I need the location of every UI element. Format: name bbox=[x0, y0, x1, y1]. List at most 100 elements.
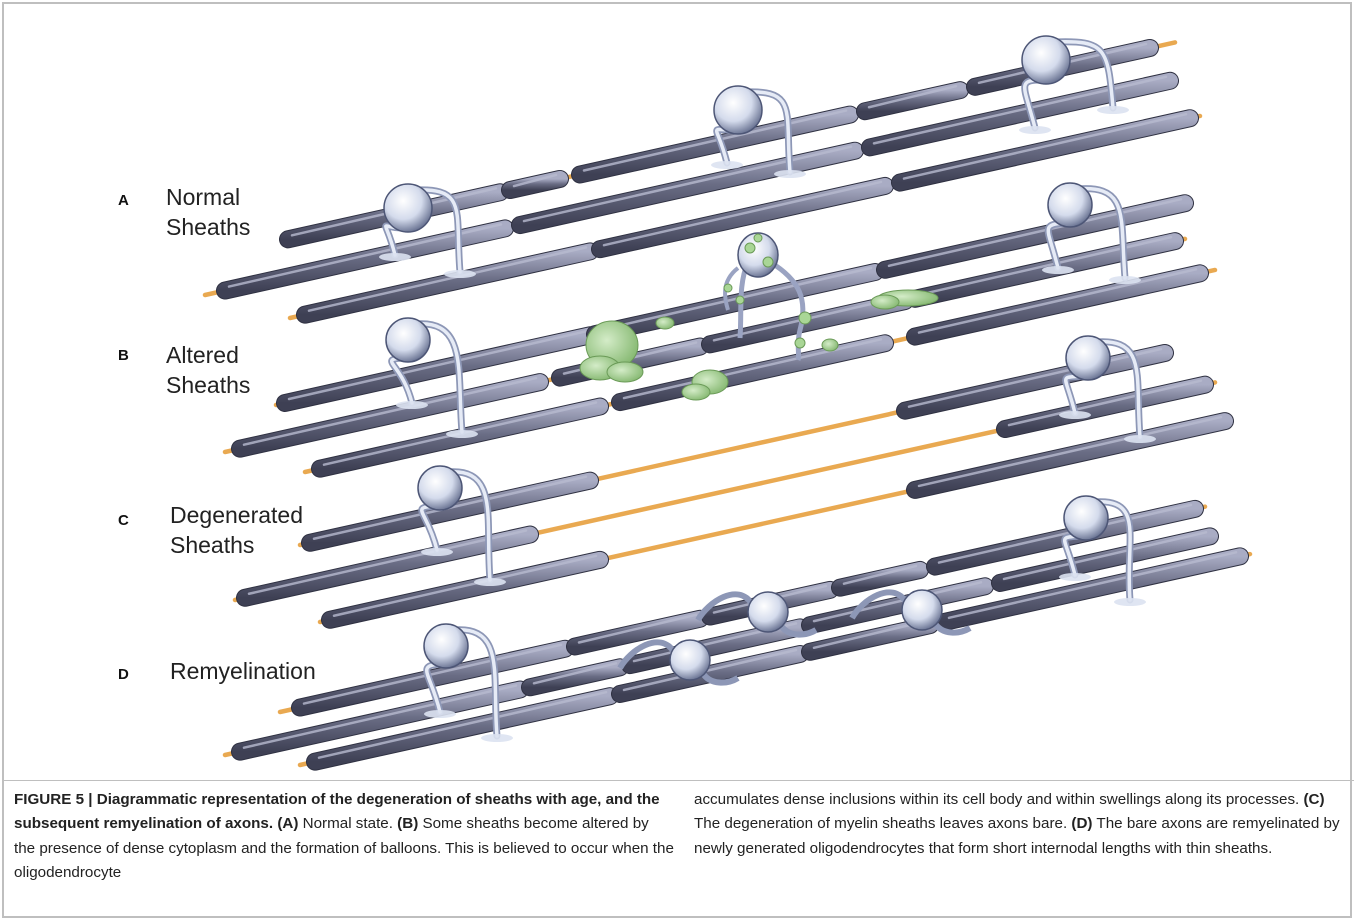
caption-a-label: (A) bbox=[277, 815, 299, 833]
panel-c-letter: C bbox=[118, 512, 129, 529]
myelin-sheath bbox=[277, 327, 598, 412]
dense-inclusion bbox=[821, 338, 839, 352]
caption-d-label: (D) bbox=[1071, 815, 1093, 833]
caption-b-text-part1: Some sheaths become altered by the prese… bbox=[14, 815, 674, 881]
myelin-sheath bbox=[907, 265, 1208, 345]
oligodendrocyte-cell-body bbox=[423, 623, 469, 669]
myelin-sheath-highlight bbox=[302, 643, 563, 705]
panel-a-title-line1: Normal bbox=[166, 184, 241, 210]
panel-b-title-line2: Sheaths bbox=[166, 372, 251, 398]
panel-d-letter: D bbox=[118, 666, 129, 683]
sheaths-layer bbox=[216, 38, 1249, 771]
process-foot bbox=[1042, 266, 1074, 274]
myelin-sheath-highlight bbox=[597, 266, 873, 332]
figure-label: FIGURE 5 | Diagrammatic representation o… bbox=[14, 791, 660, 833]
myelin-sheath bbox=[622, 619, 808, 674]
myelin-sheath bbox=[997, 376, 1213, 438]
myelin-sheath bbox=[857, 82, 968, 120]
process-foot bbox=[774, 170, 806, 178]
caption-column-left: FIGURE 5 | Diagrammatic representation o… bbox=[14, 788, 674, 885]
myelin-sheath bbox=[567, 610, 708, 655]
myelin-sheath-highlight bbox=[812, 619, 928, 650]
myelin-sheath-highlight bbox=[872, 75, 1168, 145]
oligodendrocyte-cell-body bbox=[713, 85, 763, 135]
myelin-sheath-highlight bbox=[287, 330, 588, 401]
dense-inclusion bbox=[681, 383, 711, 401]
oligodendrocyte-cell-body bbox=[383, 183, 433, 233]
myelin-sheath bbox=[862, 72, 1178, 156]
oligodendrocyte-cell-body bbox=[1063, 495, 1109, 541]
myelin-sheath bbox=[592, 177, 893, 258]
myelin-sheath-highlight bbox=[332, 554, 598, 618]
panel-a-title: Normal Sheaths bbox=[166, 182, 250, 242]
process-foot bbox=[1124, 435, 1156, 443]
myelin-sheath bbox=[322, 551, 608, 628]
myelin-sheath-highlight bbox=[907, 347, 1163, 408]
process-foot bbox=[1097, 106, 1129, 114]
myelin-sheath bbox=[512, 142, 863, 234]
oligodendrocyte-process-highlight bbox=[446, 470, 492, 582]
process-foot bbox=[1019, 126, 1051, 134]
myelin-sheath bbox=[572, 106, 858, 183]
inclusion-swelling bbox=[735, 295, 745, 305]
myelin-sheath-highlight bbox=[917, 268, 1198, 334]
myelin-sheath bbox=[877, 195, 1193, 278]
myelin-sheath-highlight bbox=[242, 684, 518, 749]
myelin-sheath-highlight bbox=[1002, 531, 1208, 581]
inclusion-swelling bbox=[762, 256, 774, 268]
myelin-sheath bbox=[522, 659, 628, 696]
myelin-sheath-highlight bbox=[947, 551, 1238, 620]
myelin-sheath-highlight bbox=[812, 581, 983, 623]
oligodendrocyte-process bbox=[695, 591, 755, 622]
myelin-sheath-highlight bbox=[917, 235, 1173, 297]
process-foot bbox=[421, 548, 453, 556]
myelin-sheath-highlight bbox=[887, 197, 1183, 268]
caption-column-right: accumulates dense inclusions within its … bbox=[694, 788, 1354, 861]
panel-c-title-line1: Degenerated bbox=[170, 502, 303, 528]
myelin-sheath-highlight bbox=[622, 337, 883, 400]
caption-divider bbox=[2, 780, 1354, 781]
remyelinating-oligodendrocyte bbox=[901, 589, 943, 631]
myelin-sheath bbox=[897, 344, 1173, 419]
dense-inclusion bbox=[606, 361, 644, 383]
caption-b-label: (B) bbox=[397, 815, 419, 833]
myelin-sheath-highlight bbox=[1007, 379, 1203, 427]
process-foot bbox=[379, 253, 411, 261]
panel-b-title: Altered Sheaths bbox=[166, 340, 250, 400]
myelin-sheath bbox=[802, 578, 993, 634]
oligodendrocyte-process-highlight bbox=[1076, 186, 1127, 280]
process-foot bbox=[1114, 598, 1146, 606]
oligodendrocyte-process-highlight bbox=[1092, 500, 1132, 602]
myelin-sheath bbox=[802, 617, 938, 660]
myelin-sheath-highlight bbox=[917, 415, 1223, 488]
oligodendrocyte-process-highlight bbox=[744, 90, 792, 174]
myelin-sheath-highlight bbox=[532, 662, 618, 685]
process-foot bbox=[481, 734, 513, 742]
myelin-sheath bbox=[937, 548, 1248, 630]
oligodendrocyte-process-highlight bbox=[1052, 39, 1115, 110]
caption-b-text-part2: accumulates dense inclusions within its … bbox=[694, 791, 1304, 808]
myelin-sheath bbox=[232, 374, 548, 457]
myelin-sheath bbox=[832, 561, 928, 596]
myelin-sheath-highlight bbox=[582, 109, 848, 172]
myelin-sheath bbox=[297, 243, 598, 323]
myelin-sheath bbox=[502, 170, 568, 199]
process-foot bbox=[474, 578, 506, 586]
panel-b-title-line1: Altered bbox=[166, 342, 239, 368]
process-foot bbox=[396, 401, 428, 409]
myelin-sheath bbox=[232, 681, 528, 760]
degenerating-process bbox=[768, 259, 806, 361]
myelin-sheath-highlight bbox=[522, 145, 853, 223]
process-foot bbox=[446, 430, 478, 438]
inclusions-layer bbox=[579, 232, 939, 401]
myelin-sheath-highlight bbox=[937, 503, 1193, 564]
caption-d-text: The bare axons are remyelinated by newly… bbox=[694, 815, 1340, 857]
oligodendrocyte-cell-body bbox=[417, 465, 463, 511]
myelin-sheath bbox=[992, 528, 1218, 591]
panel-c-title: Degenerated Sheaths bbox=[170, 500, 303, 560]
process-foot bbox=[1059, 573, 1091, 581]
inclusion-swelling bbox=[744, 242, 756, 254]
oligodendrocyte-process-highlight bbox=[1094, 340, 1142, 439]
oligodendrocyte-process bbox=[617, 639, 677, 670]
process-foot bbox=[1059, 411, 1091, 419]
